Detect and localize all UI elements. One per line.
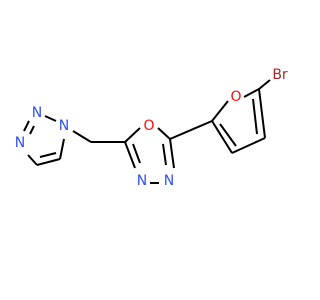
bond-tri-n1-n2 [44, 115, 57, 122]
bond-furan-c4-c5-inner [252, 98, 258, 135]
bond-ox-c2-n3-inner [132, 143, 141, 164]
bond-tri-n2-n3 [23, 120, 30, 132]
atom-n-oxadiazole-right: N [164, 173, 174, 189]
atom-n-triazole-1: N [59, 118, 69, 134]
bond-ox-c5-o [157, 127, 171, 140]
atom-n-triazole-2: N [32, 105, 42, 121]
bond-furan-c5-o [243, 88, 260, 98]
bond-ch2-n1 [72, 130, 92, 143]
atom-o-furan: O [230, 89, 241, 105]
bond-furan-c2-c3 [211, 120, 233, 154]
bond-tri-n3-c4 [27, 154, 38, 166]
atom-labels: Br O O N N N N N [15, 67, 288, 189]
bond-furan-c2-c3-inner [219, 123, 237, 147]
bond-furan-o-c2 [211, 100, 229, 122]
molecule-structure-diagram: Br O O N N N N N [14, 67, 288, 189]
bonds [23, 79, 271, 184]
atom-n-triazole-3: N [15, 135, 25, 151]
atom-br: Br [272, 67, 288, 83]
bond-furan-c4-c5 [258, 88, 266, 139]
atom-n-oxadiazole-left: N [137, 173, 147, 189]
bond-ox-n4-c5-inner [162, 143, 167, 166]
bond-tri-c4-c5-inner [39, 152, 57, 158]
bond-tri-n2-n3-inner [29, 125, 35, 135]
bond-ox-n4-c5 [169, 138, 175, 169]
bond-ox-c2-n3 [124, 141, 136, 169]
bond-furan-oxadiazole [169, 120, 213, 140]
bond-ox-o-c2 [124, 127, 141, 143]
bond-furan-c5-br [258, 79, 271, 90]
bond-tri-c4-c5 [36, 158, 61, 166]
atom-o-oxadiazole: O [143, 118, 154, 134]
bond-furan-c3-c4 [231, 137, 266, 154]
bond-tri-c5-n1 [59, 138, 65, 160]
